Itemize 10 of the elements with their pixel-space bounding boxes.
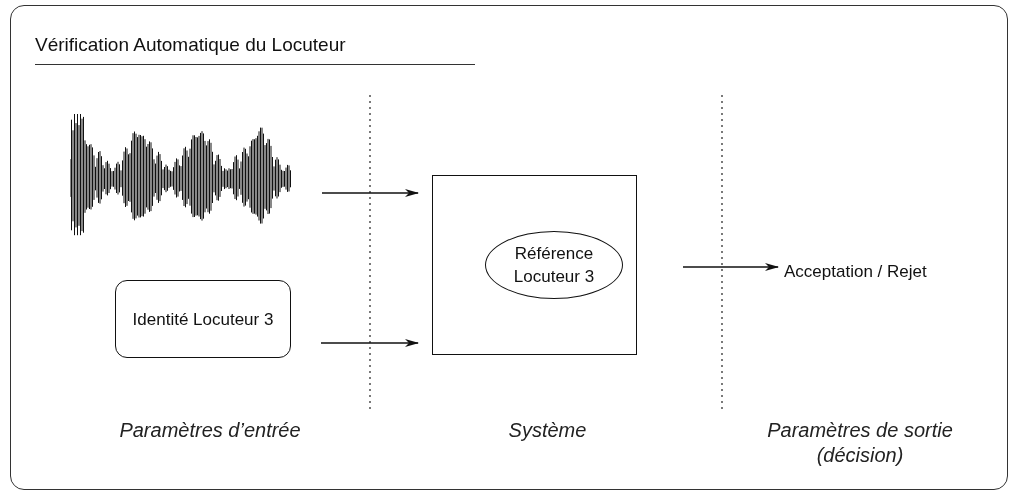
title: Vérification Automatique du Locuteur (35, 34, 475, 65)
output-text: Acceptation / Rejet (784, 260, 927, 283)
system-box (432, 175, 637, 355)
arrow (321, 189, 419, 197)
arrow (320, 339, 419, 347)
identity-box: Identité Locuteur 3 (115, 280, 291, 358)
column-label: Système (507, 418, 588, 443)
column-label: Paramètres d’entrée (118, 418, 302, 443)
column-label: Paramètres de sortie (décision) (766, 418, 954, 468)
arrow (682, 263, 779, 271)
